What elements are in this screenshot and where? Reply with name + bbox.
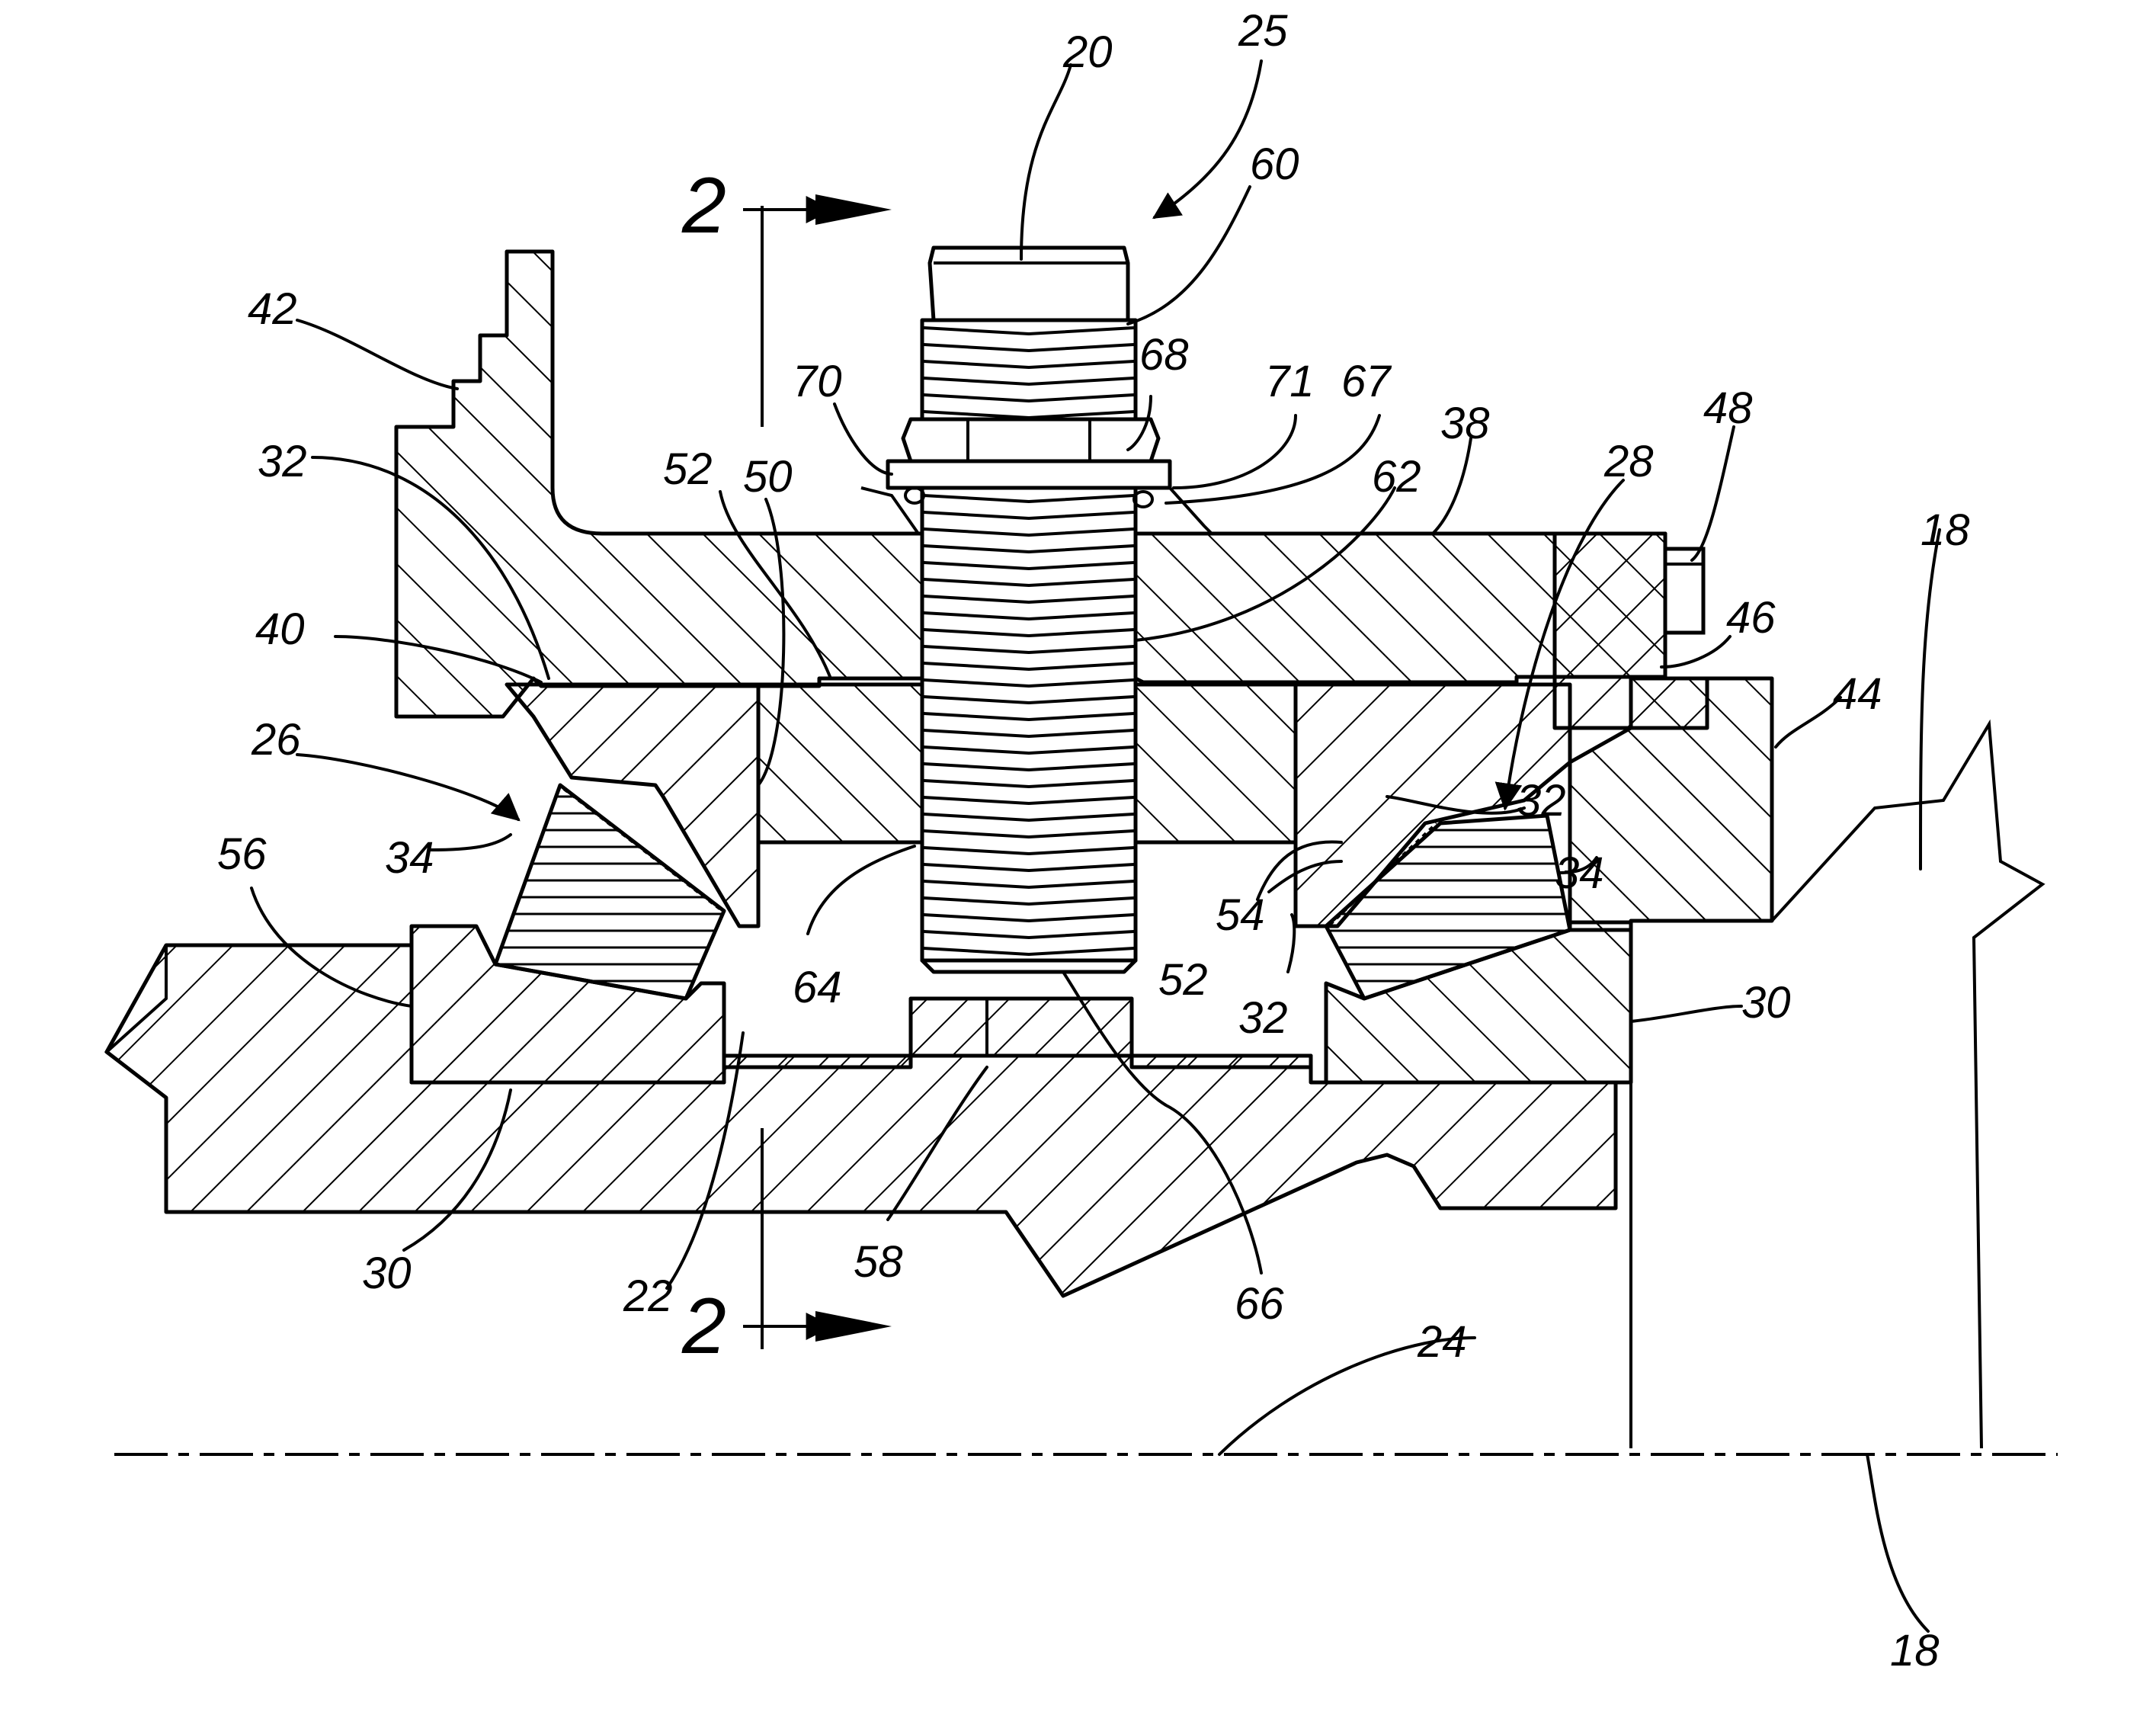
reference-numeral-n34a: 34 bbox=[385, 833, 434, 883]
reference-numeral-n30b: 30 bbox=[362, 1249, 412, 1298]
section-marker-top: 2 bbox=[681, 162, 726, 250]
reference-numeral-n38: 38 bbox=[1440, 399, 1490, 448]
reference-numeral-n22: 22 bbox=[623, 1271, 673, 1321]
reference-numeral-n20: 20 bbox=[1062, 27, 1113, 77]
reference-numeral-n52a: 52 bbox=[663, 444, 713, 494]
reference-numeral-n52b: 52 bbox=[1158, 955, 1208, 1005]
reference-numeral-n42: 42 bbox=[248, 284, 297, 334]
reference-numeral-n34b: 34 bbox=[1555, 848, 1604, 898]
reference-numeral-n40: 40 bbox=[255, 604, 305, 654]
reference-numeral-n32b: 32 bbox=[1517, 776, 1566, 826]
reference-numeral-n32a: 32 bbox=[258, 437, 307, 486]
reference-numeral-n64: 64 bbox=[793, 963, 842, 1012]
reference-numeral-n60: 60 bbox=[1250, 139, 1299, 189]
section-marker-bottom: 2 bbox=[681, 1282, 726, 1371]
reference-numeral-n44: 44 bbox=[1833, 669, 1882, 719]
reference-numeral-n46: 46 bbox=[1726, 593, 1776, 643]
reference-numeral-n56: 56 bbox=[217, 829, 267, 879]
reference-numeral-n66: 66 bbox=[1235, 1279, 1284, 1329]
reference-numeral-n70: 70 bbox=[793, 357, 842, 406]
reference-numeral-n68: 68 bbox=[1139, 330, 1189, 380]
reference-numeral-n71: 71 bbox=[1265, 357, 1315, 406]
reference-numeral-n54: 54 bbox=[1216, 890, 1265, 940]
reference-numeral-n48: 48 bbox=[1703, 383, 1753, 433]
reference-numeral-n24: 24 bbox=[1417, 1317, 1467, 1367]
reference-numeral-n18a: 18 bbox=[1921, 505, 1970, 555]
right-spacer bbox=[1128, 685, 1296, 842]
reference-numeral-n30a: 30 bbox=[1741, 978, 1791, 1028]
reference-numeral-n28: 28 bbox=[1603, 437, 1654, 486]
cap-screw bbox=[1665, 549, 1703, 633]
reference-numeral-n25: 25 bbox=[1238, 6, 1288, 56]
reference-numeral-n58: 58 bbox=[854, 1237, 903, 1287]
reference-numeral-n26: 26 bbox=[251, 715, 301, 765]
reference-numeral-n62: 62 bbox=[1372, 452, 1421, 502]
reference-numeral-n50: 50 bbox=[743, 452, 793, 502]
reference-numeral-n18b: 18 bbox=[1890, 1626, 1940, 1675]
reference-numeral-n67: 67 bbox=[1341, 357, 1392, 406]
left-spacer bbox=[758, 685, 922, 842]
shim-strip bbox=[724, 1056, 911, 1067]
reference-numeral-n32c: 32 bbox=[1238, 993, 1288, 1043]
